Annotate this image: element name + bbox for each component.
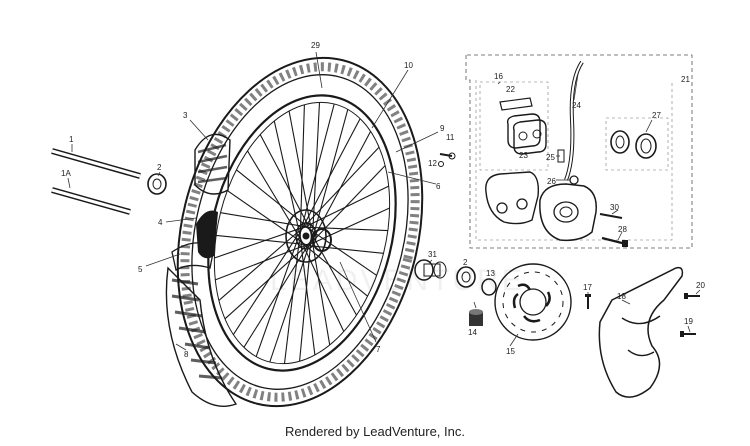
callout-25: 25	[546, 153, 555, 162]
callout-9: 9	[440, 124, 445, 133]
disc-guard	[598, 266, 684, 398]
callout-1A: 1A	[61, 169, 71, 178]
watermark: LEADVENTURE	[270, 264, 525, 297]
spoke	[313, 131, 372, 238]
callout-19: 19	[684, 317, 693, 326]
callout-22: 22	[506, 85, 515, 94]
spoke	[298, 146, 380, 234]
callout-29: 29	[311, 41, 320, 50]
spoke	[226, 190, 308, 247]
callout-3: 3	[183, 111, 188, 120]
callout-5: 5	[138, 265, 143, 274]
front-axle	[51, 148, 141, 179]
spoke	[311, 207, 390, 245]
tire-tread-section	[165, 266, 238, 407]
callout-11: 11	[446, 133, 455, 142]
wheel-bearing	[147, 173, 167, 195]
callout-10: 10	[404, 61, 413, 70]
valve-nut-12	[438, 161, 444, 167]
spoke	[302, 245, 345, 332]
callout-15: 15	[506, 347, 515, 356]
spoke	[309, 226, 331, 345]
spoke	[288, 110, 312, 228]
spoke	[220, 212, 304, 227]
spoke	[283, 241, 300, 364]
callout-labels: 29 10 3 1 2 1A 9 11 12 6 4 5 8 7 31 2 13…	[61, 41, 705, 359]
spokes	[214, 102, 390, 364]
callout-13: 13	[486, 269, 495, 278]
callout-8: 8	[184, 350, 189, 359]
callout-28: 28	[618, 225, 627, 234]
spoke	[216, 234, 311, 246]
callout-16: 16	[494, 72, 503, 81]
spoke	[236, 169, 307, 227]
spoke	[247, 150, 306, 247]
callout-21: 21	[681, 75, 690, 84]
callout-24: 24	[572, 101, 581, 110]
caliper-bolt-30	[599, 213, 623, 219]
front-axle-alt	[51, 187, 131, 215]
callout-2b: 2	[463, 258, 468, 267]
callout-1: 1	[69, 135, 74, 144]
hub	[285, 209, 332, 263]
caliper-bracket	[485, 171, 540, 225]
spoke	[269, 232, 314, 363]
brake-pads-23	[506, 113, 547, 155]
callout-31: 31	[428, 250, 437, 259]
spoke	[308, 245, 384, 254]
callout-14: 14	[468, 328, 477, 337]
caliper-bolt-28	[601, 236, 628, 247]
caliper-body	[539, 183, 597, 242]
spoke	[255, 237, 299, 357]
spoke	[243, 235, 315, 348]
callout-18: 18	[617, 292, 626, 301]
caliper-seals-27	[610, 130, 657, 159]
spoke	[299, 185, 389, 230]
bolt-17	[585, 294, 591, 309]
brake-hose-24	[564, 60, 584, 181]
axle-spacer-13	[481, 278, 497, 296]
banjo-bolt-26	[569, 175, 579, 185]
callout-20: 20	[696, 281, 705, 290]
spoke	[232, 234, 299, 335]
callout-12: 12	[428, 159, 437, 168]
spoke	[301, 226, 388, 232]
spoke	[299, 104, 305, 243]
spoke	[298, 103, 335, 240]
callout-30: 30	[610, 203, 619, 212]
callout-4: 4	[158, 218, 163, 227]
callout-2: 2	[157, 163, 162, 172]
bolt-19	[680, 331, 696, 337]
inner-tube-section	[171, 133, 231, 272]
callout-17: 17	[583, 283, 592, 292]
spoke	[312, 102, 321, 231]
brake-disc	[494, 263, 572, 341]
spoke	[297, 118, 361, 237]
wheel-bearing-right	[456, 266, 476, 288]
rim	[207, 94, 397, 372]
axle-spacer-31	[414, 259, 447, 281]
tire	[176, 56, 424, 408]
callout-26: 26	[547, 177, 556, 186]
bolt-20	[684, 293, 700, 299]
spoke	[299, 229, 313, 362]
callout-27: 27	[652, 111, 661, 120]
callout-6: 6	[436, 182, 441, 191]
footer-credit: Rendered by LeadVenture, Inc.	[285, 424, 465, 439]
spoke	[273, 120, 303, 246]
spoke	[305, 245, 368, 297]
spoke	[224, 238, 314, 320]
spoke	[313, 109, 349, 235]
axle-nut-14	[469, 309, 483, 326]
callout-7: 7	[376, 345, 381, 354]
spoke	[215, 241, 313, 281]
brake-pad-spring-22	[499, 97, 533, 111]
callout-23: 23	[519, 151, 528, 160]
leader-lines	[67, 51, 701, 351]
valve-stem-11	[439, 152, 456, 160]
